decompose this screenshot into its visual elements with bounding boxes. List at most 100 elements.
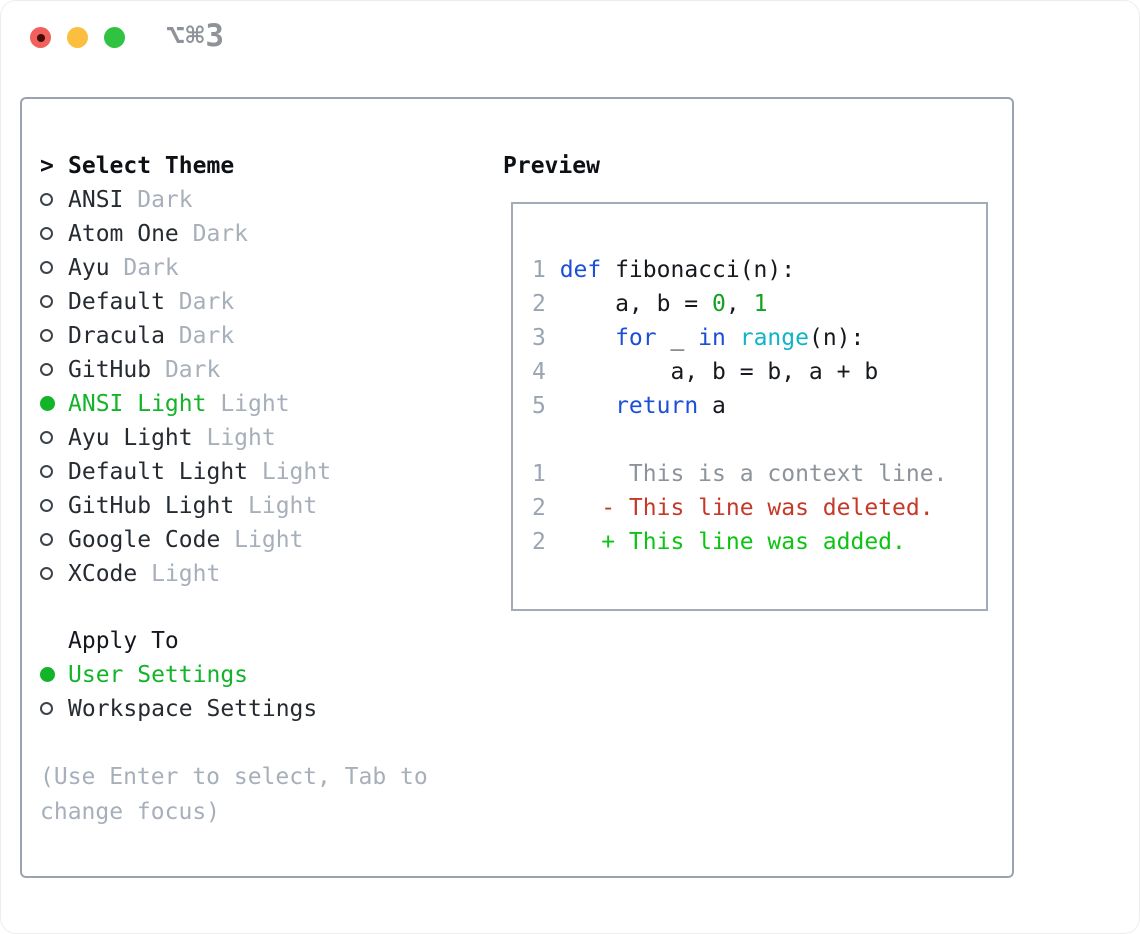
apply-option[interactable]: Workspace Settings: [40, 692, 317, 726]
line-content: a, b = b, a + b: [560, 359, 878, 385]
theme-option[interactable]: ANSI Light Light: [40, 387, 331, 421]
theme-variant: Dark: [137, 187, 193, 213]
radio-icon: [40, 692, 68, 726]
hint-text: (Use Enter to select, Tab to change focu…: [40, 764, 428, 825]
code-token: + This line was added.: [559, 529, 906, 555]
theme-header-label: Select Theme: [68, 153, 235, 179]
theme-variant: Light: [220, 391, 290, 417]
theme-name: Dracula: [68, 323, 165, 349]
window-title: ⌥⌘3: [166, 18, 225, 54]
code-token: return: [615, 393, 699, 419]
minimize-button-icon[interactable]: [67, 27, 88, 48]
theme-name: ANSI: [68, 187, 124, 213]
theme-variant: Light: [234, 527, 304, 553]
apply-option-label: User Settings: [68, 662, 249, 688]
theme-section-header: >Select Theme: [40, 149, 234, 183]
theme-name: Google Code: [68, 527, 221, 553]
line-content: def fibonacci(n):: [560, 257, 795, 283]
radio-icon: [40, 489, 68, 523]
code-line: 2 a, b = 0, 1: [532, 287, 986, 321]
theme-name: Atom One: [68, 221, 179, 247]
line-content: return a: [560, 393, 726, 419]
theme-variant: Dark: [164, 357, 221, 383]
radio-icon: [40, 319, 68, 353]
apply-section-header: Apply To: [40, 624, 317, 658]
line-number: 1: [532, 461, 546, 487]
theme-name: Ayu Light: [68, 425, 193, 451]
theme-option[interactable]: Ayu Light Light: [40, 421, 331, 455]
theme-name: GitHub: [68, 357, 152, 383]
code-line: 1 def fibonacci(n):: [532, 253, 986, 287]
code-token: (n):: [808, 325, 865, 351]
theme-option[interactable]: Atom One Dark: [40, 217, 331, 251]
code-line: 1 This is a context line.: [532, 457, 986, 491]
line-number: 5: [532, 393, 546, 419]
theme-option[interactable]: GitHub Dark: [40, 353, 331, 387]
theme-option[interactable]: GitHub Light Light: [40, 489, 331, 523]
theme-option[interactable]: Dracula Dark: [40, 319, 331, 353]
theme-variant: Dark: [192, 221, 249, 247]
theme-variant: Light: [248, 493, 318, 519]
close-button-icon[interactable]: [30, 27, 51, 48]
radio-icon: [40, 557, 68, 591]
code-token: [560, 393, 615, 419]
code-token: [726, 325, 740, 351]
theme-variant: Dark: [178, 323, 235, 349]
radio-icon: [40, 353, 68, 387]
code-token: [560, 325, 615, 351]
code-token: def: [559, 257, 602, 283]
code-token: a, b =: [559, 291, 713, 317]
radio-icon: [40, 183, 68, 217]
traffic-lights: [30, 27, 125, 48]
theme-variant: Dark: [178, 289, 235, 315]
line-number: 2: [532, 495, 546, 521]
code-line: [532, 423, 986, 457]
line-content: a, b = 0, 1: [559, 291, 768, 317]
radio-icon: [40, 421, 68, 455]
code-token: a: [698, 393, 726, 419]
zoom-button-icon[interactable]: [104, 27, 125, 48]
radio-icon: [40, 387, 68, 421]
theme-variant: Light: [151, 561, 221, 587]
line-number: 2: [532, 291, 546, 317]
theme-option[interactable]: Default Light Light: [40, 455, 331, 489]
line-content: This is a context line.: [560, 461, 948, 487]
code-token: - This line was deleted.: [559, 495, 934, 521]
radio-icon: [40, 523, 68, 557]
line-content: + This line was added.: [560, 529, 906, 555]
radio-icon: [40, 285, 68, 319]
radio-icon: [40, 251, 68, 285]
theme-variant: Light: [261, 459, 332, 485]
code-token: _: [656, 325, 699, 351]
theme-name: GitHub Light: [68, 493, 235, 519]
code-token: ,: [725, 291, 754, 317]
line-number: 4: [532, 359, 546, 385]
theme-option[interactable]: ANSI Dark: [40, 183, 331, 217]
theme-name: Ayu: [68, 255, 110, 281]
code-line: 2 + This line was added.: [532, 525, 986, 559]
titlebar: ⌥⌘3: [0, 0, 1140, 97]
code-token: for: [615, 325, 657, 351]
apply-header-label: Apply To: [68, 628, 179, 654]
line-number: 1: [532, 257, 546, 283]
theme-name: Default Light: [68, 459, 249, 485]
line-number: 2: [532, 529, 546, 555]
theme-option[interactable]: Google Code Light: [40, 523, 331, 557]
theme-name: ANSI Light: [68, 391, 207, 417]
code-line: 5 return a: [532, 389, 986, 423]
close-dot-icon: [36, 33, 45, 42]
apply-option[interactable]: User Settings: [40, 658, 317, 692]
code-token: This is a context line.: [559, 461, 948, 487]
code-line: 4 a, b = b, a + b: [532, 355, 986, 389]
theme-variant: Light: [206, 425, 276, 451]
code-token: 1: [753, 291, 768, 317]
